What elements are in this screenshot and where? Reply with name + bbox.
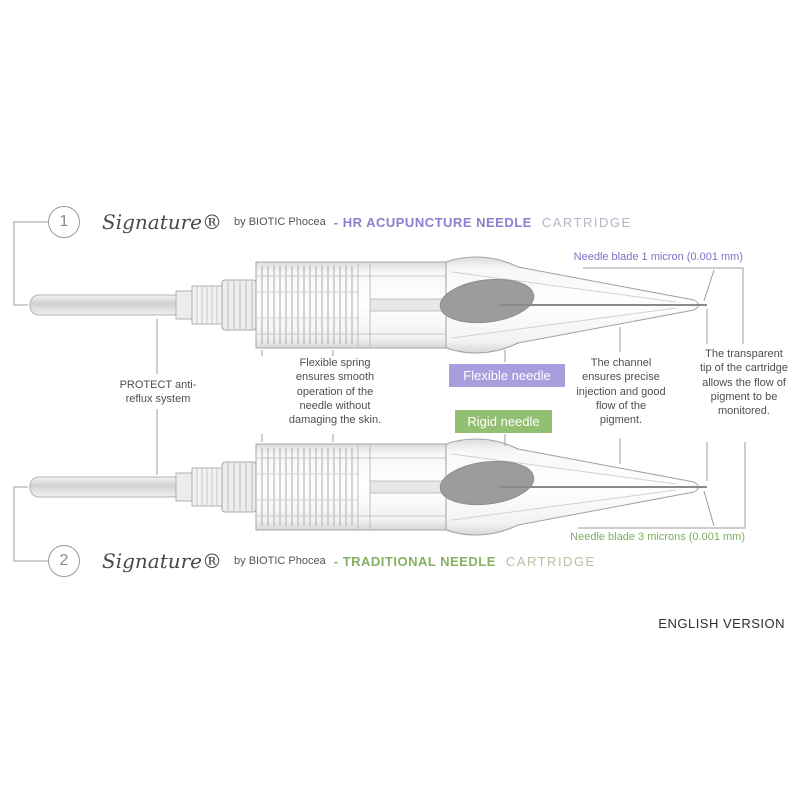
section-2-header: 2 Signature® by BIOTIC Phocea - TRADITIO… xyxy=(48,543,596,579)
protect-antireflux-note: PROTECT anti-reflux system xyxy=(119,379,197,406)
byline-text: by BIOTIC Phocea xyxy=(234,555,326,567)
section-1-header: 1 Signature® by BIOTIC Phocea - HR ACUPU… xyxy=(48,204,632,240)
signature-brand-logo: Signature® xyxy=(102,210,223,234)
blade-3-microns-label: Needle blade 3 microns (0.001 mm) xyxy=(570,531,745,543)
section-2-number-circle: 2 xyxy=(48,545,80,577)
needle-cartridge-illustration-1 xyxy=(29,255,708,355)
flexible-needle-badge: Flexible needle xyxy=(449,364,565,387)
spring-leader-lines xyxy=(261,350,334,442)
flexible-spring-note: Flexible spring ensures smooth operation… xyxy=(288,357,382,427)
blade3-callout-line xyxy=(578,442,746,529)
byline-text: by BIOTIC Phocea xyxy=(234,216,326,228)
bracket-section-1 xyxy=(13,221,48,306)
blade-1-micron-label: Needle blade 1 micron (0.001 mm) xyxy=(573,251,743,263)
blade1-pointer xyxy=(703,269,715,302)
needle-cartridge-illustration-2 xyxy=(29,437,708,537)
channel-note: The channel ensures precise injection an… xyxy=(576,357,666,427)
section-2-title: - TRADITIONAL NEEDLE xyxy=(333,553,496,569)
section-1-cartridge-label: CARTRIDGE xyxy=(541,214,632,230)
signature-brand-logo: Signature® xyxy=(102,549,223,573)
rigid-needle-badge: Rigid needle xyxy=(455,410,552,433)
callout-lines xyxy=(13,221,746,562)
section-2-cartridge-label: CARTRIDGE xyxy=(505,553,596,569)
blade3-pointer xyxy=(703,490,715,527)
bracket-section-2 xyxy=(13,486,48,562)
blade1-callout-line xyxy=(583,267,744,344)
section-1-number-circle: 1 xyxy=(48,206,80,238)
transparent-tip-note: The transparent tip of the cartridge all… xyxy=(699,348,789,418)
english-version-label: ENGLISH VERSION xyxy=(658,616,785,631)
section-1-title: - HR ACUPUNCTURE NEEDLE xyxy=(333,214,532,230)
